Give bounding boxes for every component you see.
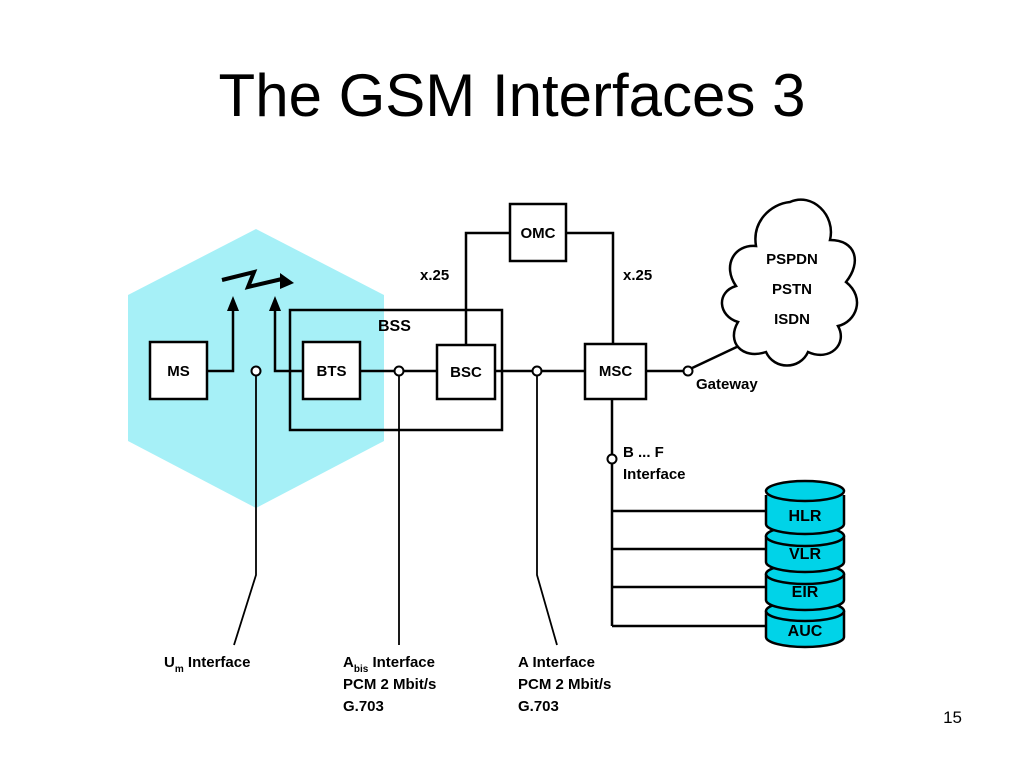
cloud-item-isdn: ISDN	[774, 311, 810, 328]
ms-node: MS	[148, 340, 209, 401]
gateway-point	[682, 365, 694, 377]
abis-line2: PCM 2 Mbit/s	[343, 676, 436, 693]
omc-links	[464, 231, 615, 345]
bts-node: BTS	[301, 340, 362, 401]
database-stack-icon	[764, 479, 846, 649]
um-interface-label: Um Interface	[164, 654, 250, 675]
db-auc-label: AUC	[788, 623, 823, 640]
page-number: 15	[943, 708, 962, 727]
interface-points	[250, 365, 694, 465]
ms-label: MS	[167, 363, 190, 380]
interface-leaders	[233, 375, 558, 646]
omc-node: OMC	[508, 202, 568, 263]
bf-interface-point	[606, 453, 618, 465]
bf-label-line2: Interface	[623, 466, 686, 483]
msc-node: MSC	[583, 342, 648, 401]
bts-label: BTS	[317, 363, 347, 380]
radio-link-icon	[207, 269, 303, 373]
abis-line3: G.703	[343, 698, 384, 715]
db-vlr-label: VLR	[789, 546, 821, 563]
db-hlr-label: HLR	[789, 508, 822, 525]
abis-main: A	[343, 654, 354, 671]
a-interface-line1: A Interface	[518, 654, 595, 671]
abis-sub: bis	[354, 664, 369, 675]
slide-title: The GSM Interfaces 3	[218, 62, 806, 129]
bsc-label: BSC	[450, 364, 482, 381]
abis-rest: Interface	[368, 654, 435, 671]
um-interface-point	[250, 365, 262, 377]
gateway-label: Gateway	[696, 376, 758, 393]
db-links	[610, 399, 766, 628]
x25-left-label: x.25	[420, 267, 449, 284]
abis-interface-point	[393, 365, 405, 377]
bf-label-line1: B ... F	[623, 444, 664, 461]
a-interface-point	[531, 365, 543, 377]
abis-interface-label: Abis Interface	[343, 654, 435, 675]
um-rest: Interface	[184, 654, 251, 671]
um-main: U	[164, 654, 175, 671]
a-interface-line2: PCM 2 Mbit/s	[518, 676, 611, 693]
cloud-item-pspdn: PSPDN	[766, 251, 818, 268]
msc-label: MSC	[599, 363, 633, 380]
cloud-icon: PSPDN PSTN ISDN	[720, 198, 859, 367]
db-eir-label: EIR	[792, 584, 819, 601]
bsc-node: BSC	[435, 343, 497, 401]
omc-label: OMC	[521, 225, 556, 242]
um-sub: m	[175, 664, 184, 675]
cloud-item-pstn: PSTN	[772, 281, 812, 298]
a-interface-line3: G.703	[518, 698, 559, 715]
bss-label: BSS	[378, 318, 411, 335]
x25-right-label: x.25	[623, 267, 652, 284]
